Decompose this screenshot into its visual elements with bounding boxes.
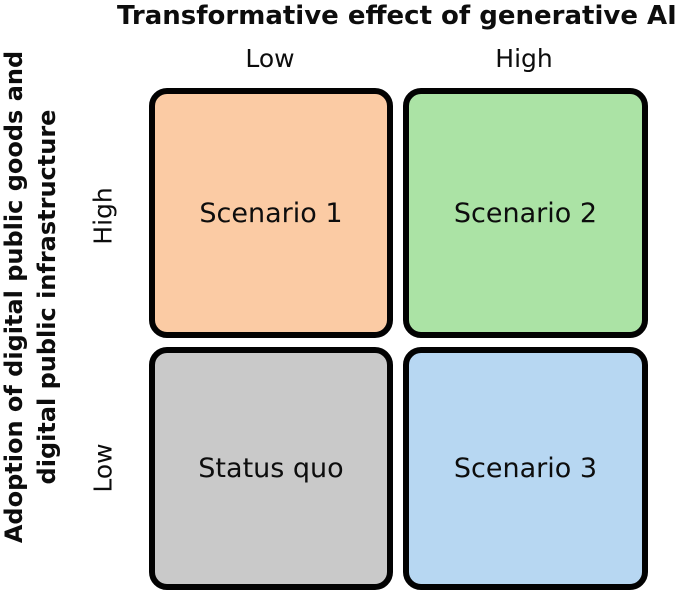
y-axis-title-line1: Adoption of digital public goods and (0, 50, 28, 544)
quadrant-scenario-1-label: Scenario 1 (199, 197, 343, 229)
y-axis-title: Adoption of digital public goods and dig… (0, 51, 64, 543)
x-axis-label-low: Low (245, 44, 295, 73)
quadrant-scenario-3: Scenario 3 (403, 347, 648, 590)
x-axis-label-high: High (495, 44, 553, 73)
quadrant-scenario-1: Scenario 1 (149, 88, 393, 338)
y-axis-title-line2: digital public infrastructure (33, 109, 61, 485)
chart-title: Transformative effect of generative AI (117, 1, 677, 31)
quadrant-status-quo: Status quo (149, 347, 393, 590)
y-axis-label-low: Low (88, 443, 118, 493)
quadrant-status-quo-label: Status quo (198, 453, 344, 484)
quadrant-scenario-2: Scenario 2 (403, 88, 648, 338)
y-axis-label-high: High (88, 187, 118, 245)
quadrant-scenario-3-label: Scenario 3 (453, 453, 598, 484)
quadrant-scenario-2-label: Scenario 2 (453, 197, 598, 229)
